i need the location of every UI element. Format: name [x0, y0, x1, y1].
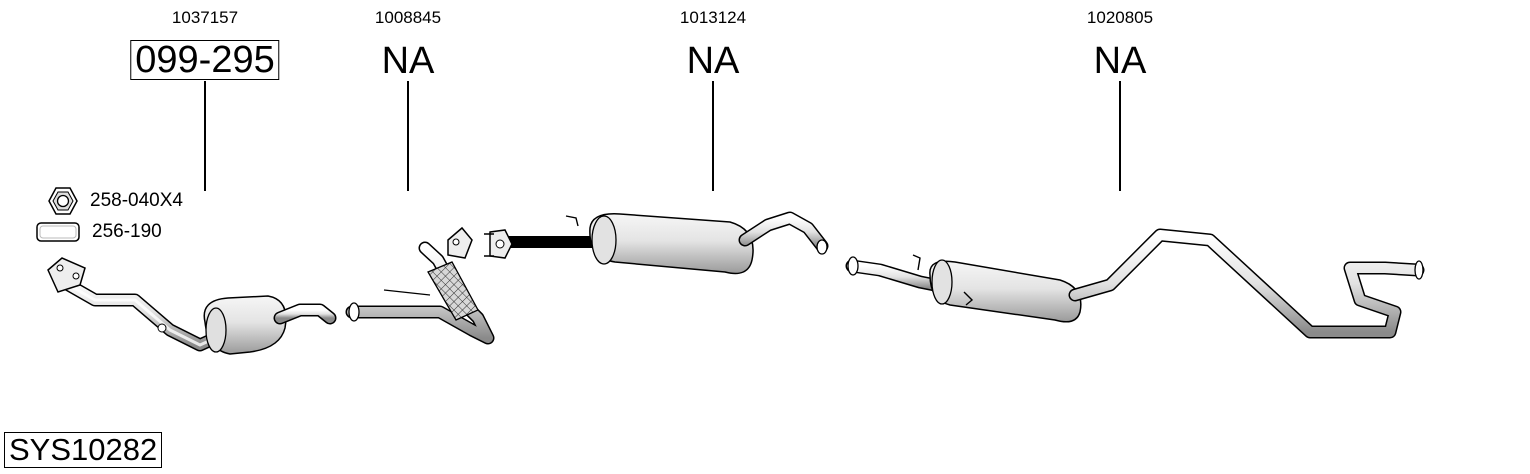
- part-4-reference-number: 1020805: [1086, 8, 1154, 27]
- part-2-leader-line: [407, 81, 409, 191]
- hex-nut-icon: [48, 187, 78, 215]
- part-4-label[interactable]: NA: [1093, 40, 1147, 82]
- legend-item-gasket: 256-190: [36, 220, 162, 244]
- part-3-leader-line: [712, 81, 714, 191]
- part-3-label[interactable]: NA: [686, 40, 740, 82]
- legend-label-nut: 258-040X4: [90, 190, 183, 211]
- legend-label-gasket: 256-190: [92, 221, 162, 242]
- part-3-reference-number: 1013124: [679, 8, 747, 27]
- legend-item-nut: 258-040X4: [48, 186, 183, 216]
- part-3-center-silencer[interactable]: [484, 211, 829, 275]
- part-1-front-pipe-catalytic-converter[interactable]: [47, 257, 337, 355]
- system-code-label: SYS10282: [4, 432, 163, 468]
- part-2-label[interactable]: NA: [381, 40, 435, 82]
- part-4-leader-line: [1119, 81, 1121, 191]
- part-2-intermediate-pipe-flex[interactable]: [345, 226, 495, 345]
- part-1-leader-line: [204, 81, 206, 191]
- part-1-label[interactable]: 099-295: [130, 40, 280, 80]
- part-1-reference-number: 1037157: [171, 8, 239, 27]
- part-4-rear-silencer-tailpipe[interactable]: [845, 228, 1425, 339]
- part-2-reference-number: 1008845: [374, 8, 442, 27]
- gasket-icon: [36, 222, 80, 242]
